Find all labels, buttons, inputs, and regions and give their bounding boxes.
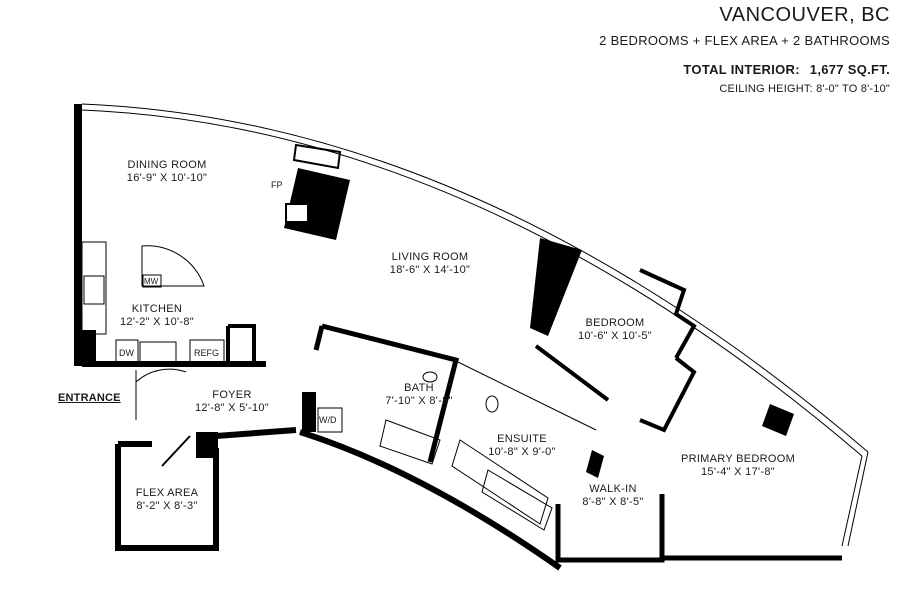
bath-walls <box>313 323 460 463</box>
fridge-label: REFG <box>194 348 220 358</box>
window-wall-outer <box>81 103 869 453</box>
entrance-door <box>135 368 187 420</box>
total-interior: TOTAL INTERIOR: 1,677 SQ.FT. <box>599 62 890 77</box>
flex-area-walls <box>115 444 219 551</box>
room-label-ensuite: ENSUITE 10'-8" X 9'-0" <box>488 433 556 458</box>
dishwasher-icon <box>115 339 139 365</box>
total-interior-label: TOTAL INTERIOR: <box>683 62 800 77</box>
bath-sink-icon <box>422 371 438 383</box>
unit-summary: 2 BEDROOMS + FLEX AREA + 2 BATHROOMS <box>599 33 890 48</box>
ensuite-shower <box>451 439 549 525</box>
room-label-walk-in: WALK-IN 8'-8" X 8'-5" <box>582 483 644 508</box>
microwave-icon <box>142 274 162 288</box>
fireplace-label: FP <box>271 180 283 190</box>
microwave-label: MW <box>144 277 159 286</box>
cooktop-icon <box>83 275 105 305</box>
walk-in-walls <box>555 494 665 563</box>
room-label-primary-bedroom: PRIMARY BEDROOM 15'-4" X 17'-8" <box>680 453 796 478</box>
primary-column <box>762 404 794 436</box>
room-label-flex-area: FLEX AREA 8'-2" X 8'-3" <box>135 487 199 512</box>
room-label-bath: BATH 7'-10" X 8'-8" <box>385 382 453 407</box>
sink-icon <box>139 341 177 363</box>
dishwasher-label: DW <box>119 348 134 358</box>
washer-dryer-label: W/D <box>319 415 337 425</box>
room-label-kitchen: KITCHEN 12'-2" X 10'-8" <box>120 303 194 328</box>
fridge-icon <box>189 339 225 365</box>
bathtub-icon <box>379 419 441 465</box>
bedroom-closet-wall <box>530 238 582 336</box>
plan-header: VANCOUVER, BC 2 BEDROOMS + FLEX AREA + 2… <box>599 0 890 95</box>
room-label-living: LIVING ROOM 18'-6" X 14'-10" <box>389 251 471 276</box>
city-title: VANCOUVER, BC <box>719 4 890 26</box>
room-label-bedroom: BEDROOM 10'-6" X 10'-5" <box>578 317 652 342</box>
room-label-dining: DINING ROOM 16'-9" X 10'-10" <box>126 159 208 184</box>
left-wall <box>74 104 82 366</box>
ensuite-vanity-wall <box>457 361 597 431</box>
ensuite-tub <box>481 469 553 531</box>
kitchen-island <box>141 245 205 287</box>
bedroom-walls <box>534 268 697 433</box>
ceiling-height: CEILING HEIGHT: 8'-0" TO 8'-10" <box>719 83 890 95</box>
lower-curved-wall <box>299 429 562 571</box>
entrance-label: ENTRANCE <box>58 392 121 404</box>
washer-dryer-icon <box>317 407 343 433</box>
window-wall-inner <box>81 109 863 457</box>
room-label-foyer: FOYER 12'-8" X 5'-10" <box>195 389 269 414</box>
total-interior-value: 1,677 SQ.FT. <box>809 62 890 77</box>
kitchen-counter-left <box>81 241 107 335</box>
toilet-icon <box>485 395 499 413</box>
